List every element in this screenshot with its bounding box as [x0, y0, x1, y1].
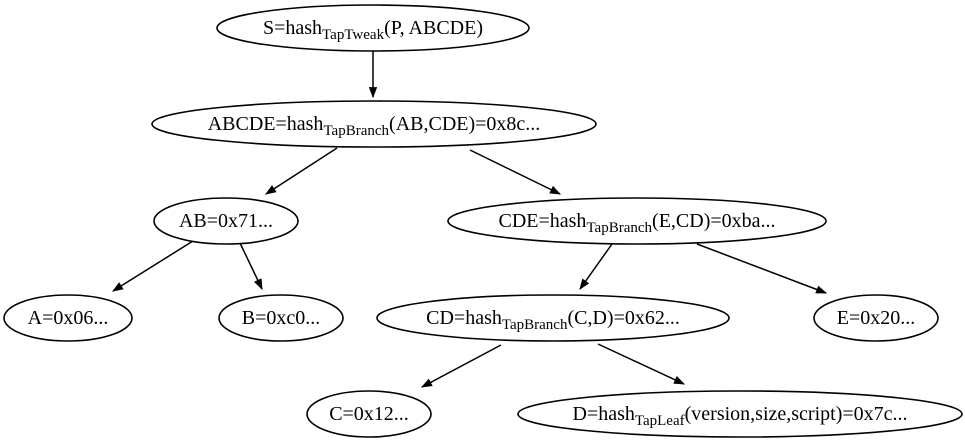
node-A-shape	[3, 294, 133, 342]
node-B: B=0xc0...	[218, 294, 344, 342]
node-CD: CD=hashTapBranch(C,D)=0x62...	[376, 294, 730, 342]
node-S-shape	[216, 4, 530, 52]
node-ABCDE-shape	[151, 100, 597, 148]
node-CDE-shape	[447, 197, 827, 245]
node-CDE: CDE=hashTapBranch(E,CD)=0xba...	[447, 197, 827, 245]
node-C-shape	[306, 390, 432, 438]
node-A: A=0x06...	[3, 294, 133, 342]
edge-CD-C	[421, 344, 502, 388]
node-B-label: B=0xc0...	[242, 307, 321, 329]
node-CDE-label: CDE=hashTapBranch(E,CD)=0xba...	[498, 210, 775, 236]
node-ABCDE: ABCDE=hashTapBranch(AB,CDE)=0x8c...	[151, 100, 597, 148]
node-E-shape	[813, 294, 939, 342]
node-AB-label: AB=0x71...	[179, 210, 273, 232]
edge-CDE-CD	[579, 243, 613, 290]
node-S-label: S=hashTapTweak(P, ABCDE)	[263, 17, 483, 43]
node-D-shape	[517, 390, 963, 438]
node-CD-label: CD=hashTapBranch(C,D)=0x62...	[426, 307, 680, 333]
node-C-label: C=0x12...	[329, 403, 409, 425]
node-AB: AB=0x71...	[153, 197, 299, 245]
edge-CDE-E	[696, 243, 828, 294]
node-ABCDE-label: ABCDE=hashTapBranch(AB,CDE)=0x8c...	[208, 113, 541, 139]
node-CD-shape	[376, 294, 730, 342]
node-E: E=0x20...	[813, 294, 939, 342]
edge-ABCDE-AB	[265, 147, 338, 195]
edge-ABCDE-CDE	[469, 149, 561, 195]
node-C: C=0x12...	[306, 390, 432, 438]
edge-AB-B	[239, 242, 263, 290]
edge-AB-A	[112, 240, 194, 292]
node-E-label: E=0x20...	[837, 307, 916, 329]
node-B-shape	[218, 294, 344, 342]
edge-CD-D	[597, 343, 685, 385]
node-AB-shape	[153, 197, 299, 245]
node-S: S=hashTapTweak(P, ABCDE)	[216, 4, 530, 52]
node-A-label: A=0x06...	[28, 307, 109, 329]
node-D-label: D=hashTapLeaf(version,size,script)=0x7c.…	[572, 403, 907, 429]
node-D: D=hashTapLeaf(version,size,script)=0x7c.…	[517, 390, 963, 438]
